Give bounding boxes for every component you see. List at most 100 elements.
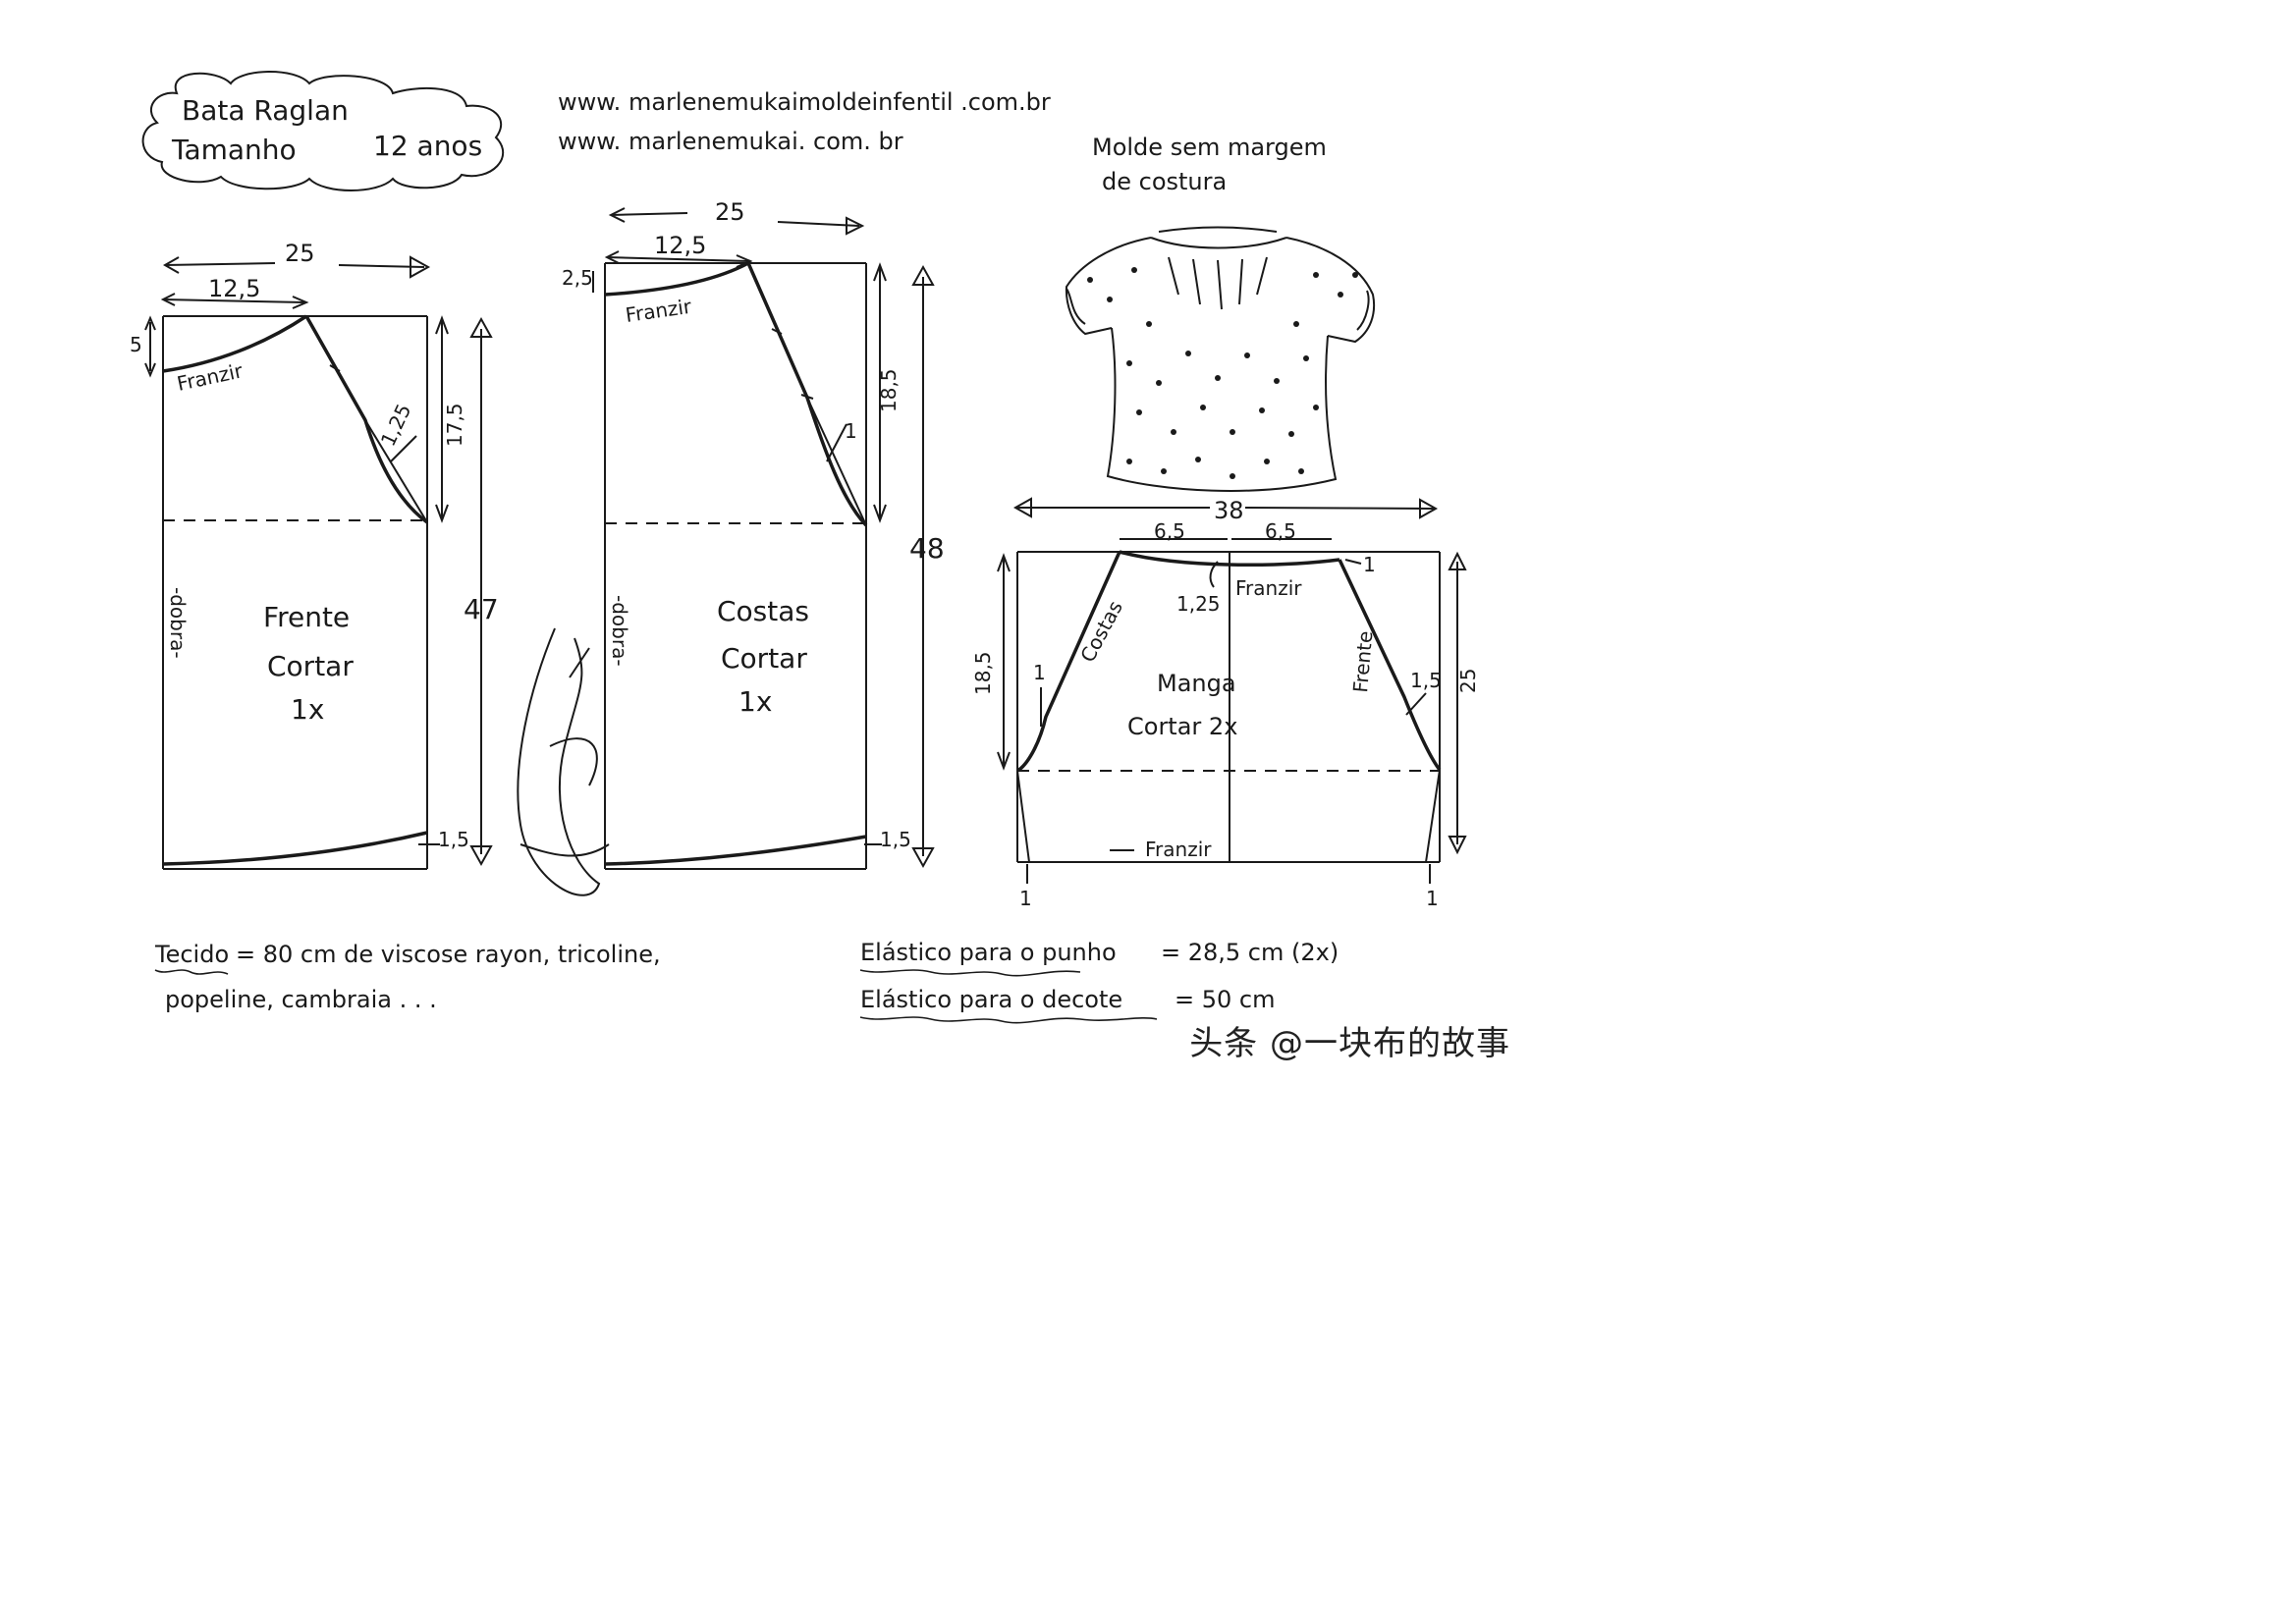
blouse-body [1106, 327, 1338, 492]
title-cloud: Bata Raglan Tamanho 12 anos [141, 71, 504, 191]
front-width-arrow-left [164, 262, 276, 266]
seam-allowance-note: Molde sem margem de costura [1092, 134, 1327, 195]
sleeve-right-curve-label: 1,5 [1410, 669, 1442, 692]
back-width-arrow-left [610, 212, 688, 216]
front-raglan-line [304, 315, 429, 524]
sleeve-right-height-label: 25 [1456, 669, 1480, 693]
back-curve-label: 1 [845, 419, 857, 443]
back-qty: 1x [738, 685, 772, 718]
sleeve-title: Manga [1157, 670, 1236, 697]
front-franzir-label: Franzir [175, 358, 246, 396]
front-armhole-guide [364, 419, 428, 523]
elastic-notes: Elástico para o punho = 28,5 cm (2x) Elá… [859, 939, 1339, 1024]
sleeve-right-underarm [1425, 769, 1441, 863]
back-raglan-notch-1 [771, 328, 783, 335]
sleeve-bottom-left-label: 1 [1019, 887, 1032, 910]
back-drop-label: 2,5 [562, 266, 593, 290]
sleeve-cut: Cortar 2x [1127, 713, 1237, 740]
sleeve-center-drop-label: 1,25 [1176, 592, 1221, 616]
sleeve-width-arrowhead-left [1012, 497, 1032, 518]
back-piece: 25 12,5 2,5 Franzir 1 18,5 48 1,5 -dobra… [562, 198, 945, 870]
back-cut: Cortar [721, 642, 807, 675]
note-line2: de costura [1102, 168, 1227, 195]
sleeve-width-arrowhead-right [1419, 498, 1439, 519]
blouse-gathers [1168, 256, 1268, 310]
front-armhole-arrowhead-down [435, 504, 449, 523]
blouse-right-cuff [1356, 290, 1370, 331]
back-length-arrowhead-up [911, 264, 935, 286]
front-title: Frente [263, 601, 350, 633]
fabric-label-underline [154, 969, 229, 975]
sleeve-top-right-arrow [1344, 559, 1362, 565]
note-line1: Molde sem margem [1092, 134, 1327, 161]
sleeve-left-underarm [1016, 770, 1030, 863]
sleeve-front-label: Frente [1348, 630, 1377, 694]
back-raglan-notch-2 [800, 394, 814, 400]
front-raglan-notch [329, 364, 341, 372]
sleeve-bottom-right-label: 1 [1426, 887, 1439, 910]
sleeve-left-height-label: 18,5 [971, 651, 995, 695]
sleeve-piece: 38 6,5 6,5 1 1,25 Franzir Costas Frente … [971, 497, 1480, 910]
title-size: 12 anos [373, 130, 482, 162]
blouse-left-cuff [1066, 288, 1086, 325]
front-half-label: 12,5 [208, 275, 260, 302]
sleeve-left-half-label: 6,5 [1154, 519, 1185, 543]
back-hem-label: 1,5 [880, 828, 911, 851]
front-armhole-arrowhead-up [435, 315, 449, 335]
back-armhole-height-label: 18,5 [877, 368, 901, 412]
sleeve-right-height-arrowhead-down [1448, 836, 1467, 855]
blouse-neckline [1158, 226, 1278, 233]
elastic-neck-underline [859, 1016, 1158, 1024]
back-hem-curve [604, 835, 867, 866]
back-width-arrowhead-right [846, 216, 865, 236]
sleeve-center-drop-arrow [1209, 561, 1219, 588]
front-length-arrowhead-down [469, 845, 493, 867]
sleeve-franzir-bottom: Franzir [1145, 838, 1212, 861]
front-drop-label: 5 [130, 333, 142, 356]
sleeve-front-raglan [1338, 559, 1442, 772]
watermark: 头条 @一块布的故事 [1189, 1024, 1510, 1063]
sleeve-top-curve [1119, 550, 1340, 567]
front-qty: 1x [291, 693, 324, 726]
front-half-arrow [162, 298, 305, 303]
elastic-cuff-underline [859, 969, 1081, 977]
elastic-cuff-value: = 28,5 cm (2x) [1161, 939, 1339, 966]
elastic-cuff-label: Elástico para o punho [860, 939, 1117, 966]
cloud-outline [141, 71, 504, 191]
front-width-arrowhead-right [410, 255, 431, 279]
front-drop-arrowhead-up [144, 315, 156, 331]
back-width-arrowhead-left [608, 207, 626, 223]
front-cut: Cortar [267, 650, 354, 682]
blouse-neck-band [1150, 237, 1287, 249]
website-1: www. marlenemukaimoldeinfentil .com.br [558, 88, 1051, 116]
pattern-sheet: Bata Raglan Tamanho 12 anos www. marlene… [130, 71, 1480, 1024]
back-half-arrow [606, 256, 749, 262]
elastic-neck-value: = 50 cm [1175, 986, 1275, 1013]
handwritten-signature [517, 627, 610, 896]
front-length-label: 47 [464, 593, 499, 625]
sleeve-back-raglan [1016, 551, 1121, 773]
sleeve-franzir-top: Franzir [1235, 576, 1302, 600]
sleeve-right-half-label: 6,5 [1265, 519, 1296, 543]
blouse-illustration [1065, 226, 1375, 492]
fabric-line2: popeline, cambraia . . . [165, 986, 437, 1013]
back-length-label: 48 [909, 532, 945, 565]
fabric-line1: = 80 cm de viscose rayon, tricoline, [236, 941, 661, 968]
front-hem-curve [162, 831, 428, 866]
back-half-label: 12,5 [654, 232, 706, 259]
back-franzir-label: Franzir [624, 295, 693, 327]
sleeve-width-arrow-right [1244, 507, 1435, 510]
sleeve-left-height-arrowhead-down [997, 751, 1011, 771]
websites: www. marlenemukaimoldeinfentil .com.br w… [558, 88, 1051, 155]
front-half-arrowhead-left [160, 293, 176, 306]
back-title: Costas [717, 595, 809, 627]
front-piece: 25 12,5 5 Franzir 1,25 17,5 [130, 240, 499, 870]
front-half-arrowhead-right [292, 296, 309, 309]
website-2: www. marlenemukai. com. br [558, 128, 903, 155]
back-neckline [604, 261, 749, 297]
back-half-arrowhead-left [604, 250, 620, 264]
front-armhole-height-label: 17,5 [443, 403, 466, 447]
fabric-note: Tecido = 80 cm de viscose rayon, tricoli… [154, 941, 661, 1013]
title-line1: Bata Raglan [182, 94, 349, 127]
back-length-arrowhead-down [911, 847, 935, 869]
